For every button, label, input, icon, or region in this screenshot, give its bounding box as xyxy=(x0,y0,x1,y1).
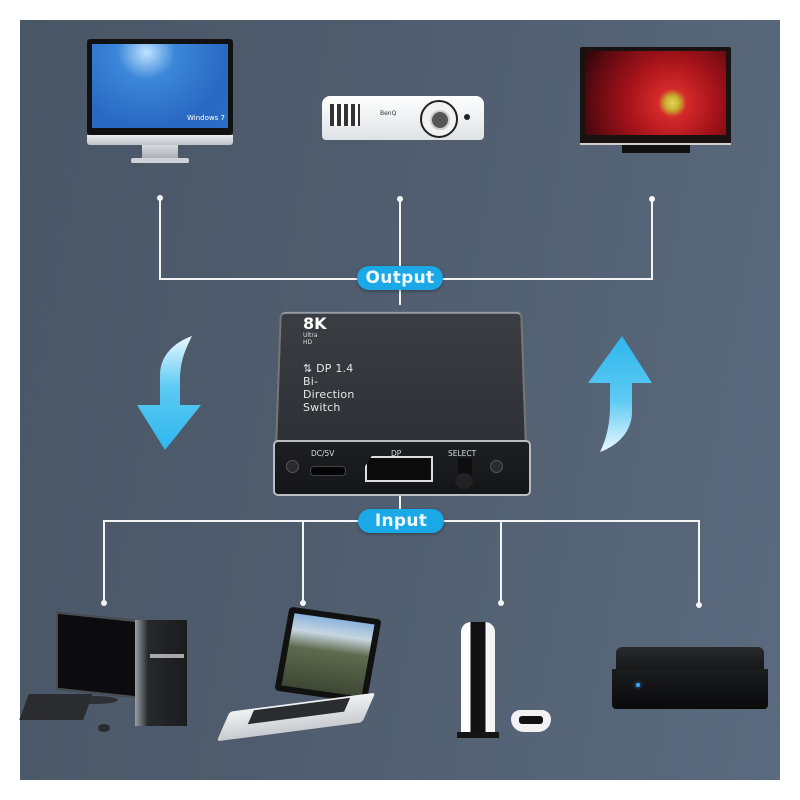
arrow-down-icon xyxy=(137,336,201,450)
wire-dot xyxy=(300,600,306,606)
output-device-monitor: Windows 7 xyxy=(87,39,233,165)
input-label: Input xyxy=(358,509,444,533)
monitor-os-label: Windows 7 xyxy=(187,114,225,122)
screw-icon xyxy=(490,460,503,473)
product-name: ⇅ DP 1.4 Bi-Direction Switch xyxy=(303,362,355,414)
port-label-power: DC/5V xyxy=(311,449,335,458)
usb-c-port xyxy=(310,466,346,476)
screw-icon xyxy=(286,460,299,473)
input-device-laptop xyxy=(216,606,382,746)
wire-dot xyxy=(498,600,504,606)
input-wire-pc xyxy=(103,520,700,605)
select-button-knob xyxy=(455,473,473,489)
wire-dot xyxy=(397,196,403,202)
arrow-up-icon xyxy=(588,336,652,452)
wire-dot xyxy=(696,602,702,608)
input-device-desktop-pc xyxy=(19,611,192,738)
monitor-screen xyxy=(92,44,228,128)
output-device-projector: BenQ xyxy=(322,92,484,146)
input-device-media-box xyxy=(612,645,768,711)
port-label-dp: DP xyxy=(391,449,402,458)
port-label-select: SELECT xyxy=(448,449,477,458)
badge-8k: 8K xyxy=(303,314,327,333)
input-device-game-console xyxy=(457,620,557,744)
led-indicator xyxy=(636,683,640,687)
tv-screen xyxy=(585,51,726,135)
output-wire-monitor xyxy=(159,199,400,280)
wire-dot xyxy=(649,196,655,202)
projector-brand: BenQ xyxy=(380,110,397,117)
output-wire-tv xyxy=(400,199,653,280)
wire-dot xyxy=(101,600,107,606)
wire-dot xyxy=(157,195,163,201)
displayport-port xyxy=(365,456,433,482)
output-label: Output xyxy=(357,266,443,290)
badge-ultra-hd: Ultra HD xyxy=(303,332,318,346)
output-device-tv xyxy=(580,47,731,155)
